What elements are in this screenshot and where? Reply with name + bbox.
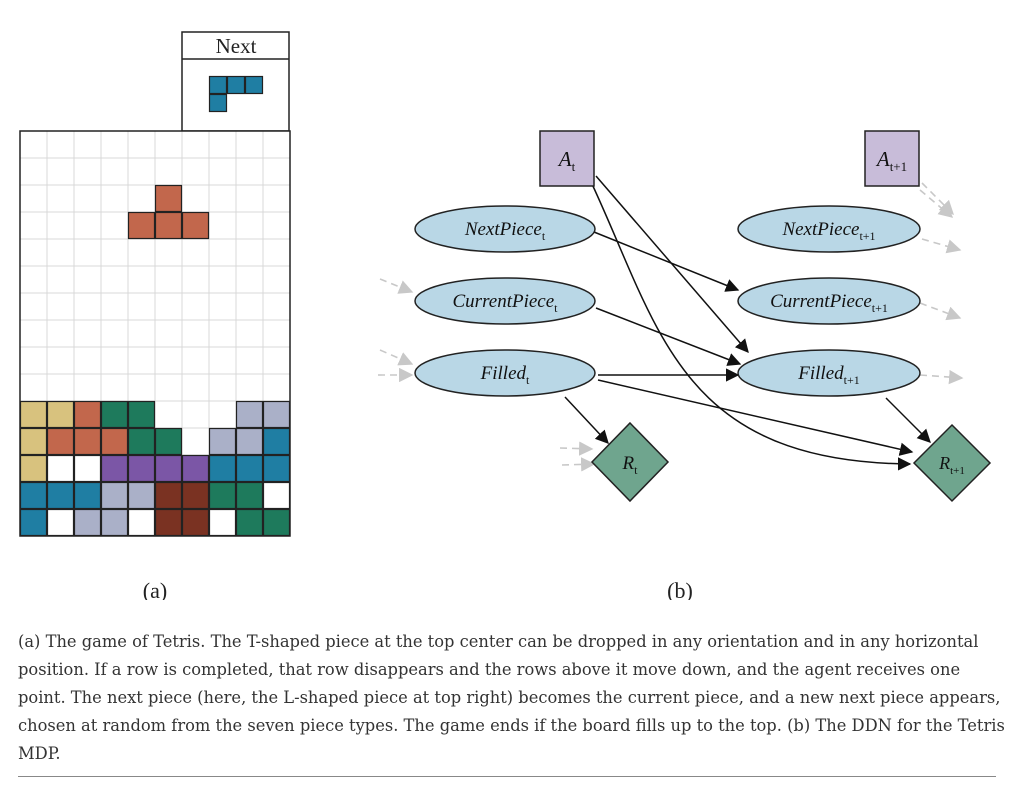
svg-text:At: At	[557, 147, 576, 174]
board-block	[208, 427, 237, 456]
board-block	[208, 508, 237, 537]
board-block	[154, 454, 183, 483]
board-block	[100, 427, 129, 456]
falling-piece-block	[154, 211, 183, 240]
board-block	[46, 508, 75, 537]
board-block	[73, 400, 102, 429]
label-b: (b)	[667, 578, 693, 600]
svg-text:NextPiecet+1: NextPiecet+1	[781, 219, 875, 243]
board-block	[73, 481, 102, 510]
board-block	[73, 454, 102, 483]
tetris-board-blocks	[19, 400, 291, 537]
falling-piece-block	[127, 211, 156, 240]
board-block	[262, 508, 291, 537]
board-block	[73, 508, 102, 537]
next-piece-block	[226, 75, 246, 95]
board-block	[127, 508, 156, 537]
board-block	[46, 400, 75, 429]
chance-node-nextpiece-t: NextPiecet	[414, 205, 596, 253]
svg-text:Rt+1: Rt+1	[938, 453, 965, 477]
action-node-a-t: At	[539, 130, 595, 187]
edge-at-reward	[591, 183, 912, 471]
edge-filled-next-reward	[885, 397, 931, 443]
ddn-panel: At At+1 NextPiecet NextPiecet+1 CurrentP…	[378, 130, 992, 503]
board-block	[154, 508, 183, 537]
board-block	[127, 454, 156, 483]
edge-filled-reward-next	[597, 379, 914, 456]
svg-text:Filledt+1: Filledt+1	[797, 363, 860, 387]
board-block	[262, 400, 291, 429]
board-block	[127, 400, 156, 429]
board-block	[235, 400, 264, 429]
edge-filled-reward	[564, 396, 609, 444]
utility-node-r-t: Rt	[590, 421, 670, 503]
board-block	[208, 481, 237, 510]
next-piece-block	[244, 75, 264, 95]
board-block	[262, 427, 291, 456]
board-block	[208, 454, 237, 483]
board-block	[46, 454, 75, 483]
falling-piece-block	[154, 184, 183, 213]
board-block	[19, 427, 48, 456]
dependency-edges	[564, 175, 931, 471]
svg-text:Rt: Rt	[622, 453, 639, 477]
board-block	[127, 427, 156, 456]
board-block	[46, 427, 75, 456]
board-block	[154, 481, 183, 510]
next-piece-block	[208, 75, 228, 95]
figure: Next	[19, 31, 992, 600]
board-block	[127, 481, 156, 510]
label-a: (a)	[143, 578, 167, 600]
tetris-panel: Next	[19, 31, 291, 537]
board-block	[100, 508, 129, 537]
edge-at-filled	[595, 175, 749, 354]
board-block	[100, 454, 129, 483]
edge-currentpiece-filled	[595, 307, 742, 366]
board-block	[235, 481, 264, 510]
faded-edges	[378, 182, 964, 472]
figure-caption: (a) The game of Tetris. The T-shaped pie…	[18, 632, 1005, 763]
next-label: Next	[216, 34, 257, 58]
edge-nextpiece-currentpiece	[593, 231, 740, 292]
board-block	[19, 400, 48, 429]
board-block	[235, 454, 264, 483]
svg-text:Filledt: Filledt	[480, 363, 530, 387]
chance-node-filled-t: Filledt	[414, 349, 596, 397]
next-piece-block	[208, 93, 228, 113]
board-block	[19, 481, 48, 510]
board-block	[181, 508, 210, 537]
falling-piece-block	[181, 211, 210, 240]
board-block	[262, 481, 291, 510]
board-block	[154, 427, 183, 456]
next-piece	[208, 75, 264, 113]
board-block	[181, 481, 210, 510]
board-block	[181, 454, 210, 483]
chance-node-nextpiece-t1: NextPiecet+1	[737, 205, 921, 253]
board-block	[262, 454, 291, 483]
action-node-a-t1: At+1	[864, 130, 920, 187]
board-block	[19, 508, 48, 537]
chance-node-filled-t1: Filledt+1	[737, 349, 921, 397]
board-block	[235, 427, 264, 456]
board-block	[46, 481, 75, 510]
caption-rule	[18, 776, 996, 777]
chance-node-currentpiece-t1: CurrentPiecet+1	[737, 277, 921, 325]
board-block	[100, 400, 129, 429]
board-block	[73, 427, 102, 456]
board-block	[100, 481, 129, 510]
board-block	[19, 454, 48, 483]
svg-text:CurrentPiecet+1: CurrentPiecet+1	[770, 291, 888, 315]
svg-text:NextPiecet: NextPiecet	[464, 219, 546, 243]
svg-text:At+1: At+1	[875, 147, 907, 174]
chance-node-currentpiece-t: CurrentPiecet	[414, 277, 596, 325]
tetris-board-border	[19, 130, 291, 537]
t-shaped-falling-piece	[127, 184, 210, 240]
board-block	[235, 508, 264, 537]
svg-text:CurrentPiecet: CurrentPiecet	[453, 291, 559, 315]
utility-node-r-t1: Rt+1	[912, 423, 992, 503]
